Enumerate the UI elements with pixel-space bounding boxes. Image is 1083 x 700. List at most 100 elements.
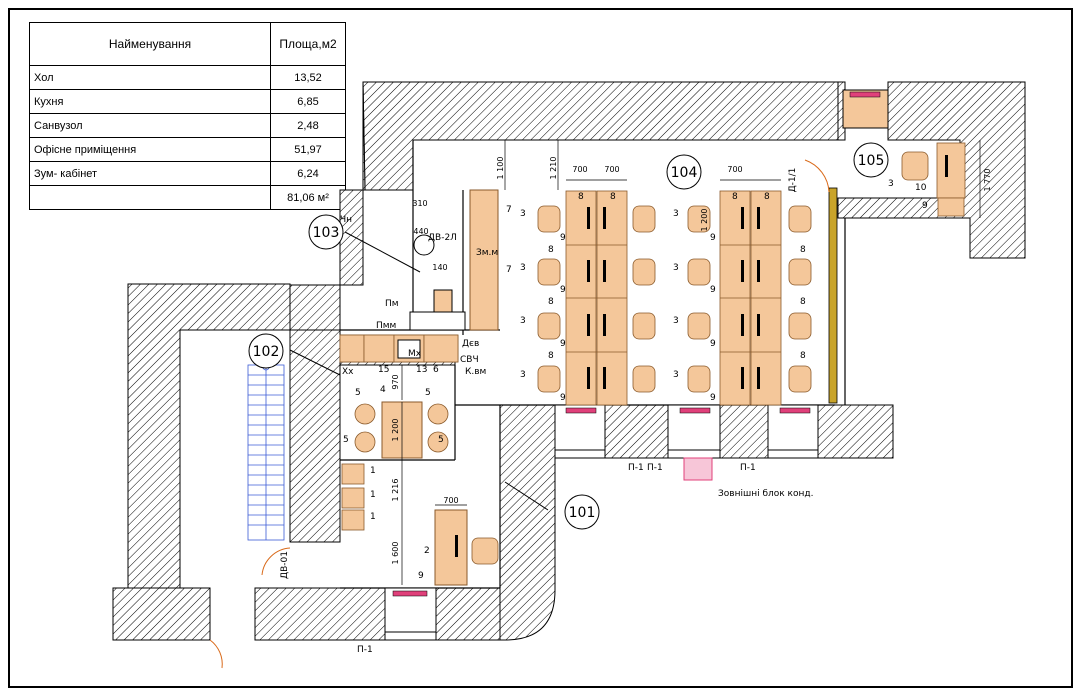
item-num: 8	[800, 351, 806, 361]
item-num: 9	[710, 339, 716, 349]
item-num: 5	[425, 388, 431, 398]
item-num: 3	[520, 263, 526, 273]
item-num: 8	[800, 297, 806, 307]
room-101-label: 101	[569, 505, 596, 521]
window	[554, 404, 606, 459]
p1-label-b: П-1	[647, 463, 663, 473]
total-area: 81,06 м²	[270, 185, 346, 210]
table-row: Офісне приміщення 51,97	[29, 137, 346, 162]
wall-upper-left	[289, 81, 366, 331]
pmm-label: Пмм	[376, 321, 396, 331]
external-ac-unit	[683, 457, 713, 481]
dining-chairs	[354, 403, 449, 453]
dim-1200-office: 1 200	[700, 209, 709, 232]
sink	[397, 339, 421, 359]
item-num: 8	[800, 245, 806, 255]
item-num: 9	[560, 285, 566, 295]
door-label-dv: ДВ-01	[280, 551, 290, 579]
hall-armchairs	[341, 463, 365, 531]
olive-wall-strip	[828, 187, 838, 404]
wall-101-right	[499, 404, 556, 641]
p1-label-a: П-1	[628, 463, 644, 473]
table-row: Хол 13,52	[29, 65, 346, 90]
item-num: 7	[506, 205, 512, 215]
drawing-frame	[8, 8, 1073, 688]
item-num: 8	[732, 192, 738, 202]
zoom-monitor	[945, 155, 948, 177]
monitors	[587, 207, 760, 389]
wall-office-bottom-1	[604, 404, 669, 459]
kvm-label: К.вм	[465, 367, 486, 377]
zmm-label: Зм.м	[476, 248, 498, 258]
dim-440: 440	[413, 227, 428, 236]
dim-700-a: 700	[572, 165, 587, 174]
wall-bottom-mid	[254, 587, 386, 641]
item-num: 3	[673, 209, 679, 219]
chairs	[471, 151, 929, 565]
item-num: 3	[520, 370, 526, 380]
walls	[112, 81, 1026, 641]
dim-140: 140	[432, 263, 447, 272]
wall-office-bottom-3	[817, 404, 894, 459]
item-num: 9	[560, 393, 566, 403]
item-num: 5	[438, 435, 444, 445]
item-num: 15	[378, 365, 389, 375]
item-num: 10	[915, 183, 927, 193]
dim-700-c: 700	[727, 165, 742, 174]
dim-700-d: 700	[443, 496, 458, 505]
door-arcs	[209, 159, 830, 669]
vch-label: Чн	[340, 215, 352, 225]
pm-label: Пм	[385, 299, 399, 309]
dim-700-b: 700	[604, 165, 619, 174]
item-num: 3	[520, 209, 526, 219]
item-num: 5	[355, 388, 361, 398]
item-num: 8	[764, 192, 770, 202]
stairs	[247, 363, 285, 541]
door-arc-105	[804, 159, 830, 193]
door-arc-dv	[261, 547, 291, 576]
item-num: 3	[673, 316, 679, 326]
total-empty	[29, 185, 271, 210]
door-label-d1: Д-1/1	[788, 168, 798, 193]
item-num: 3	[673, 370, 679, 380]
dev-label: Дєв	[462, 339, 479, 349]
header-area: Площа,м2	[270, 22, 346, 66]
external-unit-label: Зовнішні блок конд.	[718, 489, 813, 499]
kh-label: Хх	[342, 367, 354, 377]
item-num: 9	[560, 339, 566, 349]
dim-1770: 1 770	[983, 169, 992, 192]
wall-office-bottom-2	[719, 404, 769, 459]
item-num: 3	[520, 316, 526, 326]
dim-1100: 1 100	[496, 157, 505, 180]
room-102-label: 102	[253, 344, 280, 360]
room-104-label: 104	[671, 165, 698, 181]
desk-101	[434, 509, 468, 586]
item-num: 9	[710, 285, 716, 295]
item-num: 8	[578, 192, 584, 202]
windows	[384, 89, 889, 641]
window	[842, 89, 889, 129]
table-header-row: Найменування Площа,м2	[29, 22, 346, 66]
wall-bottom-right	[435, 587, 501, 641]
item-num: 8	[610, 192, 616, 202]
desk-dividers	[566, 244, 781, 353]
room-area-table: Найменування Площа,м2 Хол 13,52 Кухня 6,…	[29, 22, 346, 210]
item-num: 8	[548, 297, 554, 307]
item-num: 9	[922, 201, 928, 211]
room-105-label: 105	[858, 153, 885, 169]
bathroom	[409, 189, 499, 331]
item-num: 1	[370, 466, 376, 476]
dim-1210: 1 210	[549, 157, 558, 180]
row-name: Зум- кабінет	[29, 161, 271, 186]
item-num: 2	[424, 546, 430, 556]
item-num: 9	[418, 571, 424, 581]
window	[767, 404, 819, 459]
item-num: 1	[370, 512, 376, 522]
item-num: 6	[433, 365, 439, 375]
item-num: 9	[710, 393, 716, 403]
p1-label-c: П-1	[740, 463, 756, 473]
dim-1216: 1 216	[391, 479, 400, 502]
table-row: Санвузол 2,48	[29, 113, 346, 138]
dv2l-label: ДВ-2Л	[428, 233, 457, 243]
